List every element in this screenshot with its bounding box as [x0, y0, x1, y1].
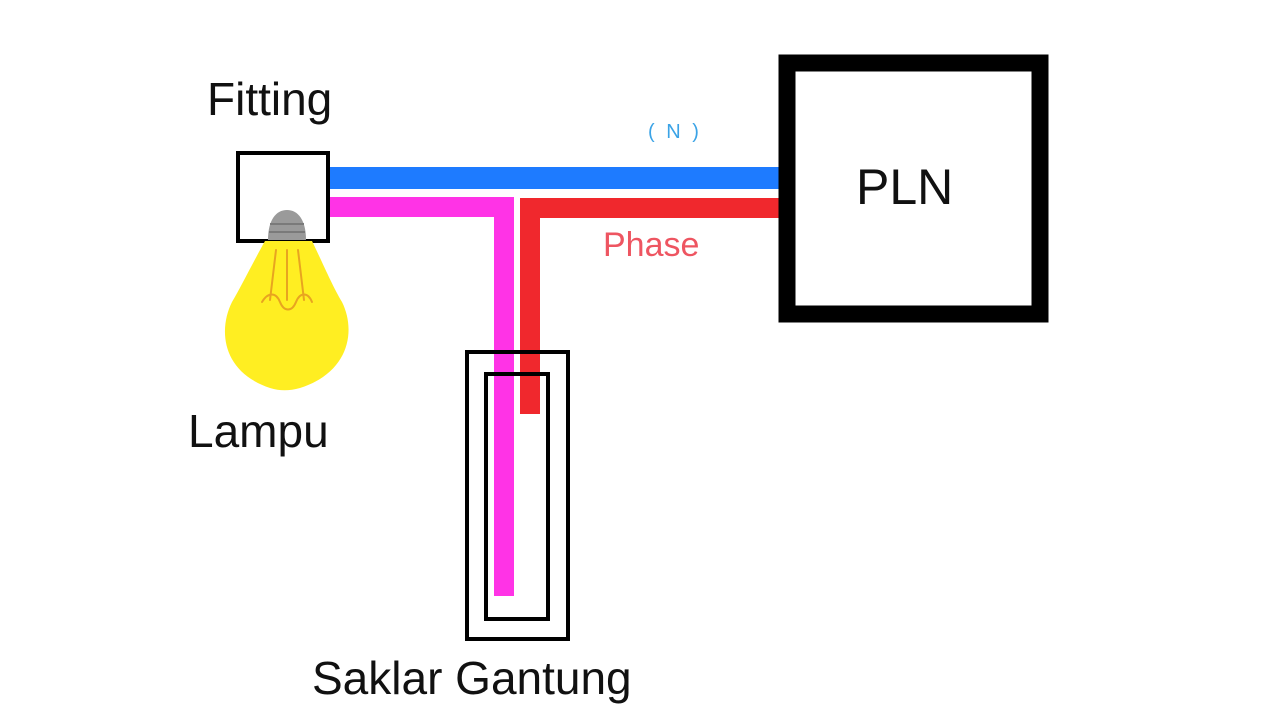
pln-label: PLN — [856, 159, 954, 215]
fitting-label: Fitting — [207, 73, 333, 125]
switch-outer-outline — [465, 350, 570, 641]
pln-box — [778, 54, 1049, 323]
phase-wire-label: Phase — [603, 226, 700, 264]
bulb-glass — [224, 241, 349, 391]
light-bulb-icon — [224, 210, 349, 391]
neutral-wire-label: ( N ) — [648, 121, 702, 143]
neutral-wire — [328, 167, 780, 189]
phase-wire — [520, 198, 780, 414]
bulb-filament — [261, 249, 313, 311]
switch-wire — [328, 197, 514, 596]
lamp-label: Lampu — [188, 405, 329, 457]
switch-inner-outline — [484, 372, 550, 621]
hanging-switch-label: Saklar Gantung — [312, 652, 632, 704]
